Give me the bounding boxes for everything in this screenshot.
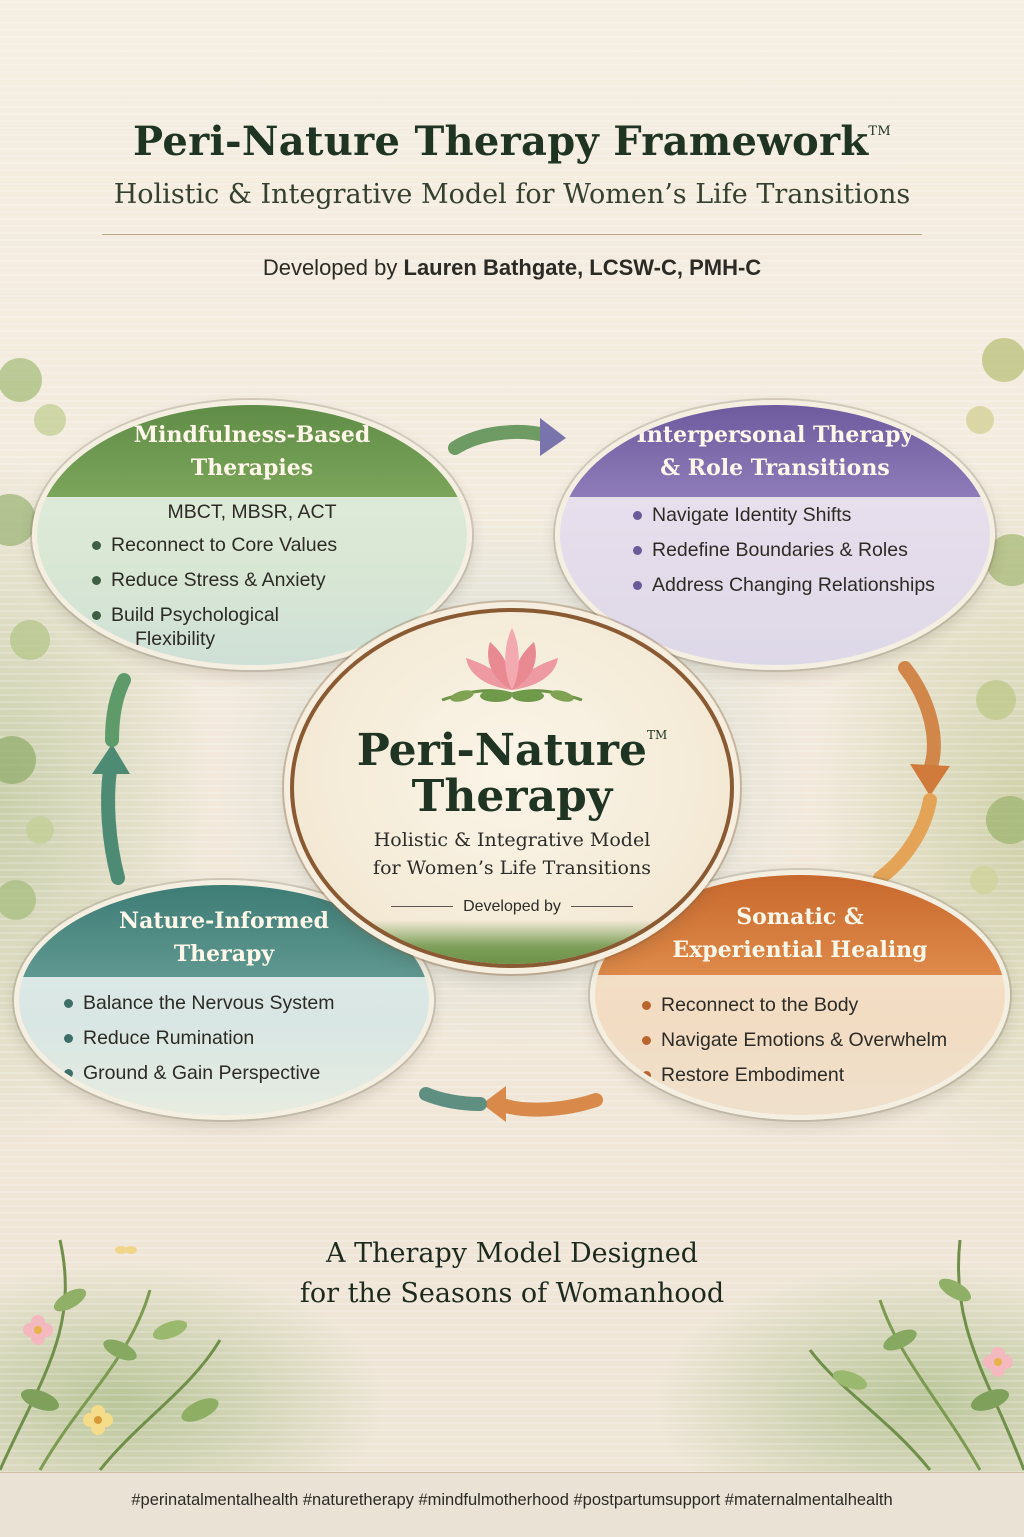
bullet-icon bbox=[92, 611, 101, 620]
bullet-icon bbox=[642, 1071, 651, 1080]
node-somatic-list: Reconnect to the Body Navigate Emotions … bbox=[639, 993, 947, 1098]
list-item: Balance the Nervous System bbox=[61, 991, 334, 1015]
list-item: Reconnect to Core Values bbox=[89, 533, 337, 557]
node-title-line: Therapies bbox=[190, 455, 314, 481]
hashtag-bar: #perinatalmentalhealth #naturetherapy #m… bbox=[0, 1472, 1024, 1537]
header: Peri-Nature Therapy FrameworkTM Holistic… bbox=[0, 118, 1024, 281]
tagline: A Therapy Model Designed for the Seasons… bbox=[0, 1234, 1024, 1314]
bullet-icon bbox=[92, 576, 101, 585]
arrow-down-icon bbox=[873, 661, 950, 885]
list-item: Ground & Gain Perspective bbox=[61, 1061, 334, 1085]
node-title-line: Mindfulness-Based bbox=[133, 422, 371, 448]
tagline-line: A Therapy Model Designed bbox=[325, 1238, 698, 1269]
trademark-mark: TM bbox=[868, 124, 891, 139]
grass-decoration bbox=[294, 920, 730, 964]
page-subtitle: Holistic & Integrative Model for Women’s… bbox=[113, 179, 911, 210]
tagline-line: for the Seasons of Womanhood bbox=[299, 1278, 725, 1309]
bullet-icon bbox=[64, 1034, 73, 1043]
hashtags: #perinatalmentalhealth #naturetherapy #m… bbox=[131, 1491, 893, 1509]
center-subtitle: Holistic & Integrative Model for Women’s… bbox=[373, 829, 651, 879]
node-title-line: Interpersonal Therapy bbox=[636, 422, 914, 448]
node-somatic: Somatic & Experiential Healing Reconnect… bbox=[590, 870, 1010, 1120]
bullet-icon bbox=[642, 1036, 651, 1045]
bullet-icon bbox=[633, 581, 642, 590]
arrow-up-icon bbox=[92, 673, 131, 885]
list-item: Build Psychological bbox=[89, 603, 337, 627]
list-item: Address Changing Relationships bbox=[630, 573, 935, 597]
flower-icon bbox=[983, 1347, 1013, 1377]
list-item: Restore Embodiment bbox=[639, 1063, 947, 1087]
plants-bottom-right bbox=[808, 1239, 1024, 1471]
node-interpersonal-list: Navigate Identity Shifts Redefine Bounda… bbox=[630, 503, 935, 608]
developer-credit: Developed by Lauren Bathgate, LCSW-C, PM… bbox=[0, 255, 1024, 281]
node-title-line: Somatic & bbox=[736, 904, 864, 930]
arrow-left-icon bbox=[419, 1086, 603, 1122]
bullet-icon bbox=[64, 999, 73, 1008]
butterfly-icon bbox=[115, 1246, 137, 1254]
node-mindfulness-title: Mindfulness-Based Therapies bbox=[37, 405, 467, 497]
center-emblem: Peri-NatureTM Therapy Holistic & Integra… bbox=[290, 608, 734, 968]
bullet-icon bbox=[642, 1001, 651, 1010]
node-mindfulness-methods: MBCT, MBSR, ACT bbox=[167, 501, 337, 523]
developed-prefix: Developed by bbox=[262, 255, 398, 280]
bullet-icon bbox=[92, 541, 101, 550]
flower-icon bbox=[83, 1405, 113, 1435]
bullet-icon bbox=[633, 511, 642, 520]
page-title: Peri-Nature Therapy FrameworkTM bbox=[133, 118, 891, 165]
trademark-mark: TM bbox=[646, 728, 668, 742]
node-nature-list: Balance the Nervous System Reduce Rumina… bbox=[61, 991, 334, 1096]
list-item-continuation: Flexibility bbox=[135, 628, 216, 650]
center-developed-by: Developed by bbox=[294, 898, 730, 916]
node-mindfulness-list: Reconnect to Core Values Reduce Stress &… bbox=[89, 533, 337, 662]
flower-icon bbox=[23, 1315, 53, 1345]
list-item: Redefine Boundaries & Roles bbox=[630, 538, 935, 562]
arrow-right-icon bbox=[448, 418, 566, 456]
plants-bottom-left bbox=[0, 1239, 222, 1471]
node-interpersonal: Interpersonal Therapy & Role Transitions… bbox=[555, 400, 995, 670]
node-mindfulness: Mindfulness-Based Therapies MBCT, MBSR, … bbox=[32, 400, 472, 670]
list-item: Reduce Rumination bbox=[61, 1026, 334, 1050]
bullet-icon bbox=[64, 1069, 73, 1078]
node-title-line: & Role Transitions bbox=[660, 455, 890, 481]
list-item: Reconnect to the Body bbox=[639, 993, 947, 1017]
developer-name: Lauren Bathgate, LCSW-C, PMH-C bbox=[403, 255, 762, 280]
list-item: Reduce Stress & Anxiety bbox=[89, 568, 337, 592]
bullet-icon bbox=[633, 546, 642, 555]
node-title-line: Therapy bbox=[173, 941, 275, 967]
lotus-icon bbox=[441, 628, 583, 702]
header-divider bbox=[102, 234, 922, 235]
center-title: Peri-NatureTM Therapy bbox=[356, 725, 668, 822]
list-item: Navigate Emotions & Overwhelm bbox=[639, 1028, 947, 1052]
list-item: Navigate Identity Shifts bbox=[630, 503, 935, 527]
node-interpersonal-title: Interpersonal Therapy & Role Transitions bbox=[560, 405, 990, 497]
